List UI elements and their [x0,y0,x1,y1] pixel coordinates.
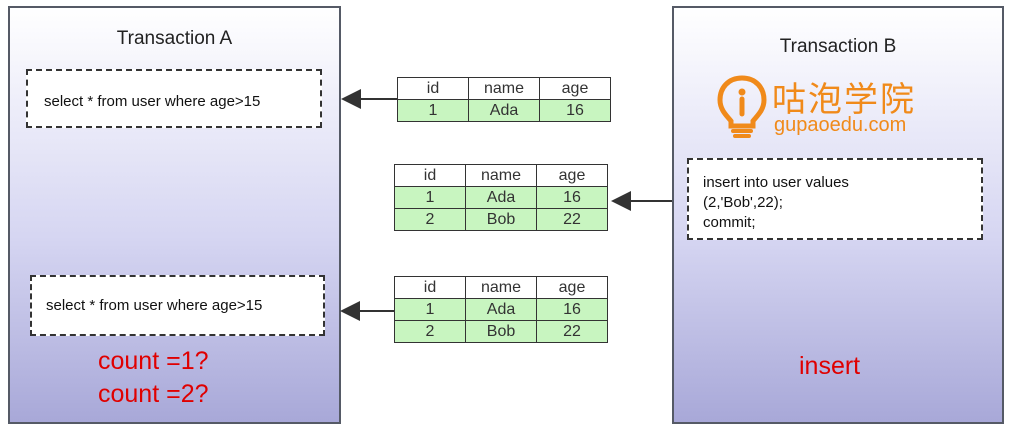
column-header-age: age [536,276,608,299]
cell-id: 1 [397,99,469,122]
cell-id: 2 [394,320,466,343]
cell-age: 16 [539,99,611,122]
table-row: 1 Ada 16 [397,99,611,122]
select-query-text-bottom: select * from user where age>15 [46,297,263,314]
logo-text-chinese: 咕泡学院 [772,80,916,120]
cell-id: 2 [394,208,466,231]
select-query-text-top: select * from user where age>15 [44,93,261,110]
table-row: 2 Bob 22 [394,320,608,343]
table-header-row: id name age [394,276,608,299]
cell-name: Ada [465,298,537,321]
insert-line-2: (2,'Bob',22); [703,194,783,211]
transaction-b-title: Transaction B [779,36,897,57]
cell-age: 16 [536,298,608,321]
column-header-age: age [539,77,611,100]
table-row: 1 Ada 16 [394,186,608,209]
lightbulb-logo-icon [717,75,767,138]
table-row: 2 Bob 22 [394,208,608,231]
transaction-a-title: Transaction A [116,28,233,49]
insert-line-1: insert into user values [703,174,849,191]
count-label-2: count =2? [98,380,209,408]
select-query-box-bottom: select * from user where age>15 [30,275,325,336]
table-header-row: id name age [397,77,611,100]
result-table-1: id name age 1 Ada 16 [397,77,611,122]
cell-age: 22 [536,208,608,231]
result-table-2: id name age 1 Ada 16 2 Bob 22 [394,164,608,231]
insert-statement-box: insert into user values (2,'Bob',22); co… [687,158,983,240]
cell-name: Bob [465,208,537,231]
cell-age: 16 [536,186,608,209]
insert-label: insert [799,352,861,380]
logo-text-domain: gupaoedu.com [774,114,907,136]
column-header-id: id [397,77,469,100]
select-query-box-top: select * from user where age>15 [26,69,322,128]
cell-name: Ada [468,99,540,122]
result-table-3: id name age 1 Ada 16 2 Bob 22 [394,276,608,343]
gupao-logo: 咕泡学院 gupaoedu.com [716,72,956,142]
column-header-name: name [468,77,540,100]
table-row: 1 Ada 16 [394,298,608,321]
cell-age: 22 [536,320,608,343]
count-label-1: count =1? [98,347,209,375]
table-header-row: id name age [394,164,608,187]
insert-line-3: commit; [703,214,756,231]
